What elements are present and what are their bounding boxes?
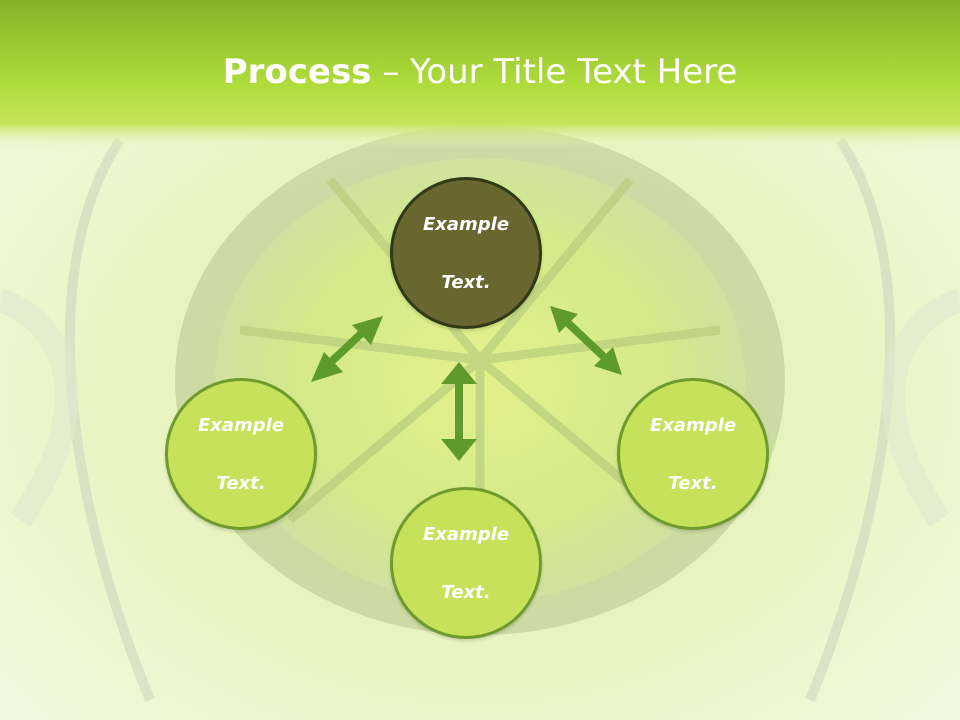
node-text-line1: Example xyxy=(422,213,510,235)
node-text-line2: Text. xyxy=(441,271,491,293)
node-text-line2: Text. xyxy=(668,472,718,494)
arrow-top-right xyxy=(550,306,622,375)
arrow-top-left xyxy=(311,316,383,382)
node-text-line1: Example xyxy=(422,523,510,545)
page-title: Process – Your Title Text Here xyxy=(0,52,960,92)
title-bold-text: Process xyxy=(222,52,372,92)
node-text-line1: Example xyxy=(197,414,285,436)
title-rest-text: – Your Title Text Here xyxy=(371,52,738,92)
node-text-line2: Text. xyxy=(441,581,491,603)
node-text-line2: Text. xyxy=(216,472,266,494)
title-band xyxy=(0,0,960,150)
arrow-center-vertical xyxy=(441,362,477,461)
node-text-line1: Example xyxy=(649,414,737,436)
